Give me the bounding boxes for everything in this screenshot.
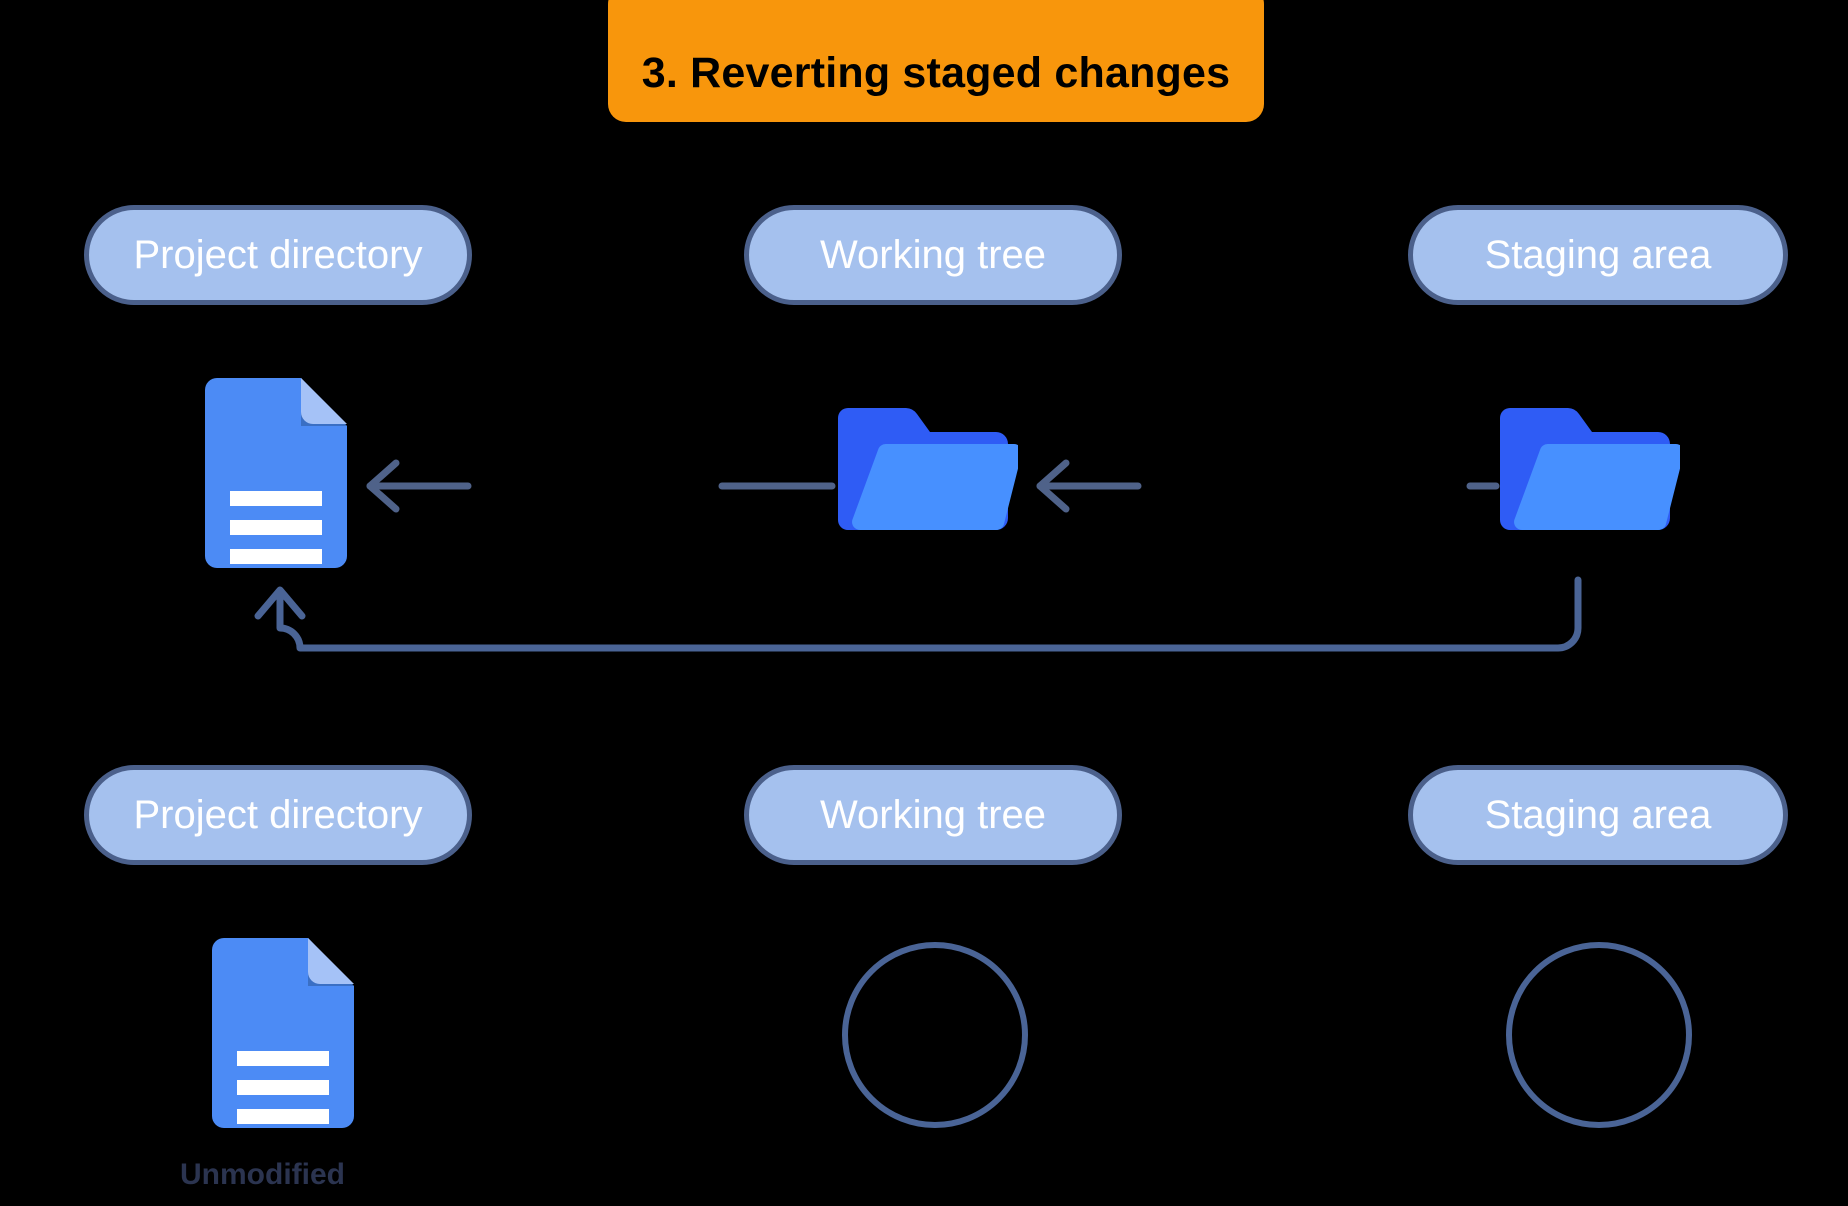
pill-label: Working tree <box>819 233 1046 277</box>
pill-label: Working tree <box>819 793 1046 837</box>
document-icon <box>205 378 347 568</box>
folder-icon-working-tree <box>838 408 1018 530</box>
elbow-arrow-staging-to-project-directory <box>250 576 1610 690</box>
step-title-badge: 3. Reverting staged changes <box>608 0 1264 122</box>
pill-label: Project directory <box>133 793 423 837</box>
document-icon-unmodified <box>212 938 354 1128</box>
arrow-working-tree-to-project-directory <box>360 455 472 517</box>
pill-label: Project directory <box>133 233 423 277</box>
pill-project-directory-after: Project directory <box>84 765 472 865</box>
pill-staging-area-after: Staging area <box>1408 765 1788 865</box>
empty-circle-working-tree <box>842 942 1028 1128</box>
arrow-staging-area-to-working-tree <box>1030 455 1142 517</box>
pill-working-tree-after: Working tree <box>744 765 1122 865</box>
line-staging-area-left-stub <box>1466 455 1510 517</box>
caption-unmodified: Unmodified <box>180 1158 345 1191</box>
empty-circle-staging-area <box>1506 942 1692 1128</box>
line-working-tree-left-stub <box>718 455 836 517</box>
pill-label: Staging area <box>1484 793 1712 837</box>
pill-label: Staging area <box>1484 233 1712 277</box>
step-title-text: 3. Reverting staged changes <box>641 49 1231 97</box>
pill-staging-area-before: Staging area <box>1408 205 1788 305</box>
pill-working-tree-before: Working tree <box>744 205 1122 305</box>
folder-icon-staging-area <box>1500 408 1680 530</box>
pill-project-directory-before: Project directory <box>84 205 472 305</box>
